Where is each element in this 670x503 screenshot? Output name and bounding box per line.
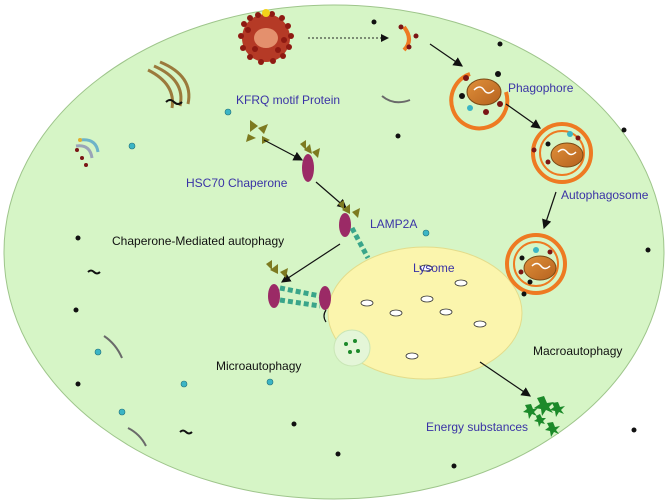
hsc70-chaperone <box>302 154 314 182</box>
autophagosome <box>531 122 593 184</box>
label-phagophore: Phagophore <box>508 81 574 95</box>
vesicle-contents <box>344 339 360 354</box>
lamp2a-multimer-2 <box>279 297 321 309</box>
cyan-particles <box>94 108 430 416</box>
lysosome-vesicles <box>360 264 487 360</box>
golgi-apparatus <box>147 60 191 109</box>
label-hsc70: HSC70 Chaperone <box>186 176 288 190</box>
label-macroautophagy: Macroautophagy <box>533 344 622 358</box>
er-to-phagophore-arrow-2 <box>429 43 463 67</box>
squiggle-1 <box>165 99 183 105</box>
lamp2a-receptor <box>349 226 371 260</box>
label-autophagosome: Autophagosome <box>561 188 649 202</box>
kfrq-protein <box>246 120 270 144</box>
energy-substances-stars <box>523 396 565 437</box>
autolysosome <box>505 233 567 295</box>
squiggles <box>87 269 193 435</box>
hsc70-bound-protein <box>300 140 320 158</box>
cell-body <box>3 4 665 500</box>
lysosome <box>327 246 523 380</box>
ribosome-cluster <box>238 9 294 65</box>
label-lysome: Lysome <box>413 261 455 275</box>
label-kfrq: KFRQ motif Protein <box>236 93 340 107</box>
cytoplasmic-particles <box>73 19 651 469</box>
autophagosome-to-autolysosome-arrow <box>542 191 557 230</box>
membrane-arcs <box>103 95 411 447</box>
label-microautophagy: Microautophagy <box>216 359 301 373</box>
lamp2a-bound-protein <box>338 200 360 218</box>
label-lamp2a: LAMP2A <box>370 217 417 231</box>
lysosome-to-energy-arrow <box>479 361 531 397</box>
label-cma: Chaperone-Mediated autophagy <box>112 234 284 248</box>
microautophagy-vesicle <box>333 329 371 367</box>
lamp2a-to-translocation-arrow <box>280 243 341 283</box>
translocation-protein <box>266 260 288 278</box>
kfrq-to-hsc70-arrow <box>263 139 304 161</box>
translocated-chaperone <box>319 286 331 310</box>
translocation-chaperone <box>268 284 280 308</box>
phagophore-to-autophagosome-arrow <box>505 103 541 129</box>
isolation-membrane <box>402 25 411 52</box>
label-energy: Energy substances <box>426 420 528 434</box>
phagophore <box>449 71 510 131</box>
small-golgi-left <box>75 138 100 167</box>
lamp2a-multimer-1 <box>279 285 321 299</box>
lamp2a-chaperone <box>339 213 351 237</box>
